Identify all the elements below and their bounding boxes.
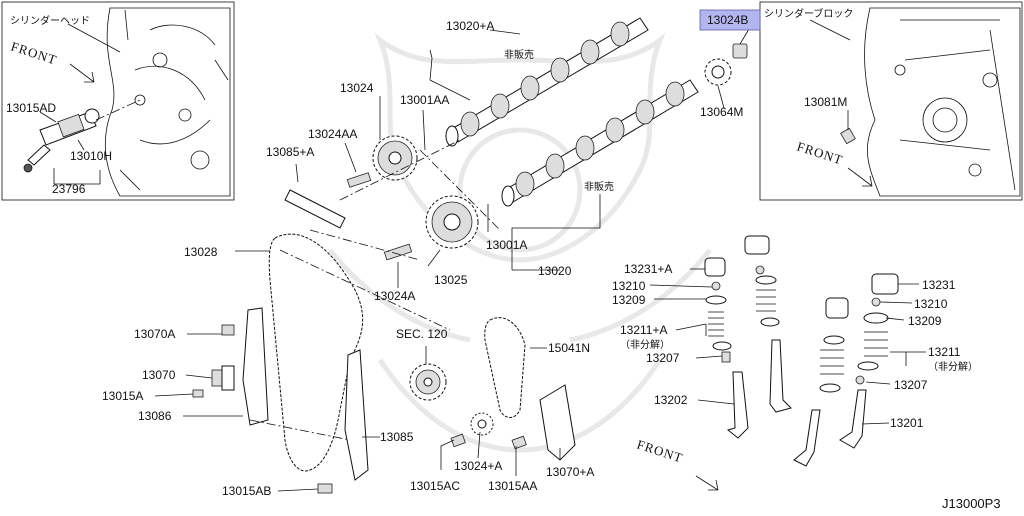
label-13070[interactable]: 13070 (142, 368, 176, 382)
label-13211-note: （非分解） (928, 360, 978, 373)
label-cyl-head: シリンダーヘッド (10, 14, 90, 27)
label-13020[interactable]: 13020 (538, 264, 572, 278)
label-13070A-plus[interactable]: 13070+A (546, 465, 594, 479)
bolts (192, 172, 527, 494)
intake-sprocket (425, 195, 479, 249)
valve-train-right (793, 273, 899, 467)
label-13209-left[interactable]: 13209 (612, 293, 646, 307)
label-13085A[interactable]: 13085+A (266, 145, 314, 159)
label-13207-left[interactable]: 13207 (646, 351, 680, 365)
label-13210-left[interactable]: 13210 (612, 279, 646, 293)
inset-cylinder-head (1, 1, 235, 201)
label-13015AA[interactable]: 13015AA (488, 479, 537, 493)
signal-plate (704, 43, 748, 86)
highlight-box-13024B (699, 9, 761, 31)
label-13209-right[interactable]: 13209 (908, 314, 942, 328)
label-13024A[interactable]: 13024A (374, 289, 415, 303)
label-13015A[interactable]: 13015A (102, 389, 143, 403)
label-13010H[interactable]: 13010H (70, 149, 112, 163)
label-cyl-block: シリンダーブロック (764, 7, 853, 20)
label-15041N[interactable]: 15041N (548, 341, 590, 355)
label-front-top-left: FRONT (9, 39, 59, 68)
label-13207-right[interactable]: 13207 (894, 378, 928, 392)
label-front-bottom: FRONT (635, 437, 685, 466)
label-13028[interactable]: 13028 (184, 245, 218, 259)
label-13025[interactable]: 13025 (434, 273, 468, 287)
chain-tensioner (211, 365, 235, 391)
inset-cylinder-block (759, 1, 1023, 201)
label-13015AC[interactable]: 13015AC (410, 479, 460, 493)
label-13210-right[interactable]: 13210 (914, 297, 948, 311)
label-front-top-right: FRONT (795, 139, 845, 168)
label-23796[interactable]: 23796 (52, 182, 86, 196)
label-13024B[interactable]: 13024B (707, 13, 748, 27)
label-13070A[interactable]: 13070A (134, 327, 175, 341)
timing-chain (268, 233, 526, 472)
label-13202[interactable]: 13202 (654, 393, 688, 407)
label-13211[interactable]: 13211 (928, 345, 961, 359)
label-13231[interactable]: 13231 (922, 278, 956, 292)
label-13024[interactable]: 13024 (340, 81, 374, 95)
label-13081M[interactable]: 13081M (804, 95, 847, 109)
exhaust-sprocket (372, 135, 418, 181)
front-arrow-icon (69, 63, 873, 491)
exhaust-camshaft (445, 17, 649, 147)
crank-sprocket (409, 363, 447, 401)
label-13211A[interactable]: 13211+A (620, 323, 668, 337)
label-13015AB[interactable]: 13015AB (222, 484, 271, 498)
label-sec120[interactable]: SEC. 120 (396, 327, 448, 341)
valve-train-left (704, 235, 792, 439)
label-13020A[interactable]: 13020+A (446, 19, 494, 33)
intake-camshaft (501, 79, 699, 207)
oil-pump-sprocket (470, 412, 494, 436)
label-not-sold-1: 非販売 (504, 48, 534, 61)
label-not-sold-2: 非販売 (584, 180, 614, 193)
label-13001AA[interactable]: 13001AA (400, 93, 449, 107)
label-13024AA[interactable]: 13024AA (308, 127, 357, 141)
label-13086[interactable]: 13086 (138, 409, 172, 423)
label-13064M[interactable]: 13064M (700, 105, 743, 119)
label-13015AD[interactable]: 13015AD (6, 101, 56, 115)
leader-lines (39, 19, 926, 492)
chain-guides (242, 189, 576, 481)
diagram-id: J13000P3 (942, 496, 1001, 511)
label-13085[interactable]: 13085 (380, 430, 414, 444)
label-13211A-note: （非分解） (620, 338, 670, 351)
label-13024A-plus[interactable]: 13024+A (454, 459, 502, 473)
label-13201[interactable]: 13201 (890, 416, 924, 430)
label-13001A[interactable]: 13001A (486, 238, 527, 252)
label-13231A[interactable]: 13231+A (624, 262, 672, 276)
